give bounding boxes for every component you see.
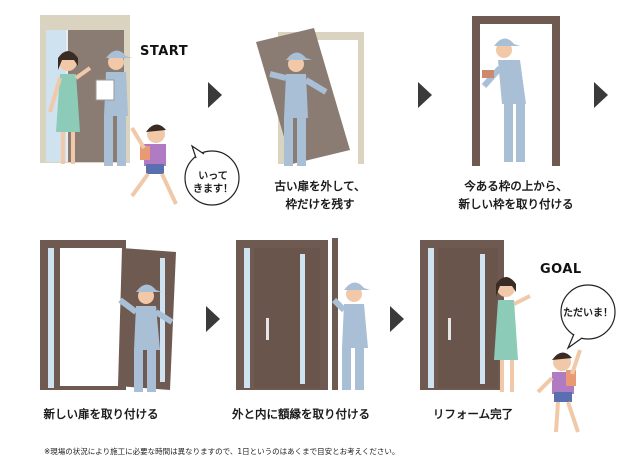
speech-line-1: いって (198, 171, 228, 182)
step-6-caption: リフォーム完了 (432, 407, 514, 421)
step-2-caption-line-1: 古い扉を外して、 (274, 179, 366, 193)
arrow-right-icon (208, 82, 222, 108)
speech-tadaima: ただいま！ (563, 308, 613, 319)
start-label: START (140, 44, 189, 59)
step-2-caption-line-2: 枠だけを残す (285, 197, 355, 211)
arrow-right-icon (594, 82, 608, 108)
arrow-right-icon (418, 82, 432, 108)
step-3-caption-line-1: 今ある枠の上から、 (464, 179, 568, 193)
step-3-caption-line-2: 新しい枠を取り付ける (458, 197, 574, 211)
goal-label: GOAL (540, 262, 582, 277)
speech-line-2: きます！ (193, 184, 233, 195)
step-5-caption: 外と内に額縁を取り付ける (232, 407, 370, 421)
step-4-caption: 新しい扉を取り付ける (43, 407, 159, 421)
arrow-right-icon (390, 306, 404, 332)
footnote: ※現場の状況により施工に必要な時間は異なりますので、1日というのはあくまで目安と… (44, 447, 400, 456)
arrow-right-icon (206, 306, 220, 332)
